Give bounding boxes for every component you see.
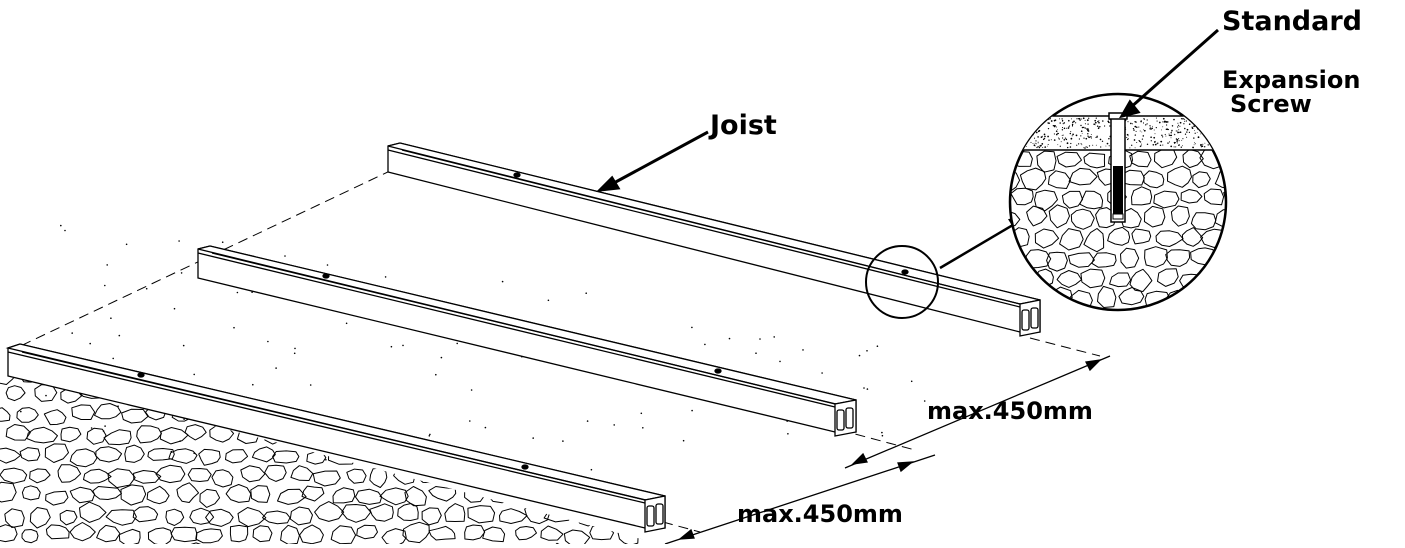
joist-back <box>387 142 1041 337</box>
expansion-label: Expansion <box>1222 66 1360 94</box>
joist-middle <box>197 245 857 437</box>
screw-label-arrow <box>1118 28 1219 119</box>
spacing-lower-label: max.450mm <box>737 500 903 528</box>
standard-label: Standard <box>1222 6 1362 37</box>
detail-callout-circle <box>865 245 939 319</box>
joist-label-arrow <box>595 130 709 192</box>
joist-label: Joist <box>708 110 777 141</box>
dimension-lines <box>664 355 1111 545</box>
expansion-screw <box>1108 112 1128 223</box>
joist-front <box>5 343 666 533</box>
detail-view <box>1008 92 1228 312</box>
screw-label: Screw <box>1230 90 1312 118</box>
spacing-upper-label: max.450mm <box>927 397 1093 425</box>
